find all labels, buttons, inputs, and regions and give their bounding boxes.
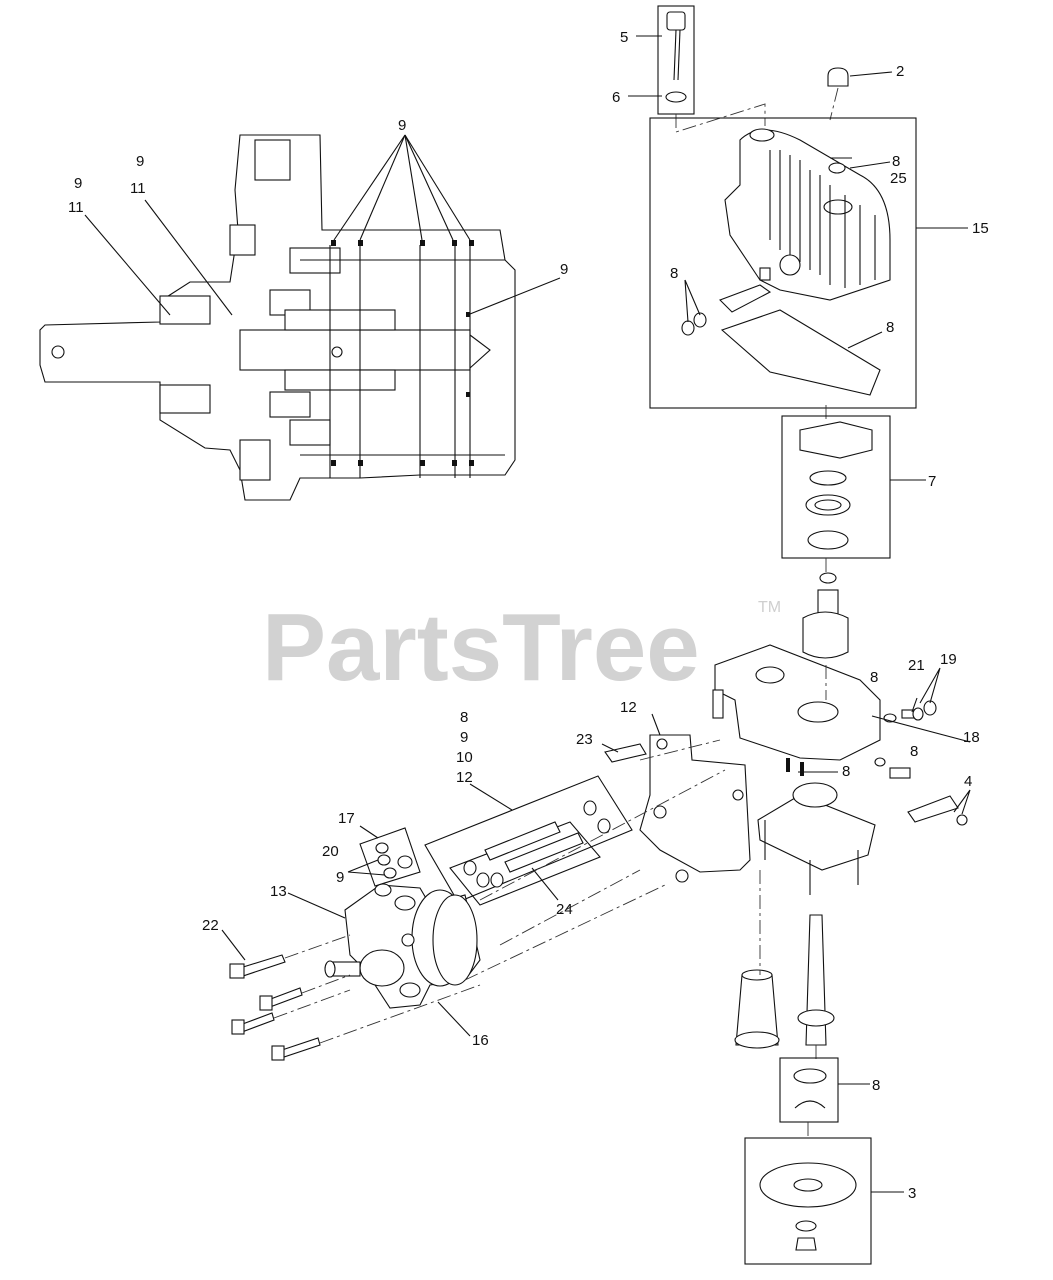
bearing-part-8-lower xyxy=(793,1068,870,1109)
bracket-part-12 xyxy=(601,713,751,883)
callout-2: 2 xyxy=(896,63,904,80)
callout-20: 20 xyxy=(322,843,339,860)
dipstick-part-5 xyxy=(628,5,695,115)
callout-24: 24 xyxy=(556,901,573,918)
callout-9-b: 9 xyxy=(74,175,82,192)
callout-25: 25 xyxy=(890,170,907,187)
callout-6: 6 xyxy=(612,89,620,106)
callout-8-d: 8 xyxy=(870,669,878,686)
callout-23: 23 xyxy=(576,731,593,748)
callout-8-e: 8 xyxy=(910,743,918,760)
callout-group-9: 9 xyxy=(460,729,468,746)
callout-group-10: 10 xyxy=(456,749,473,766)
callout-9-c: 9 xyxy=(336,869,344,886)
plug-box-part-17 xyxy=(347,825,421,887)
callout-8-g: 8 xyxy=(872,1077,880,1094)
watermark-text: PartsTree xyxy=(262,594,700,701)
callout-9-right: 9 xyxy=(560,261,568,278)
housing-part-15 xyxy=(681,128,968,396)
callout-12-a: 12 xyxy=(620,699,637,716)
callout-group-12: 12 xyxy=(456,769,473,786)
bearing-stack-part-7 xyxy=(799,421,926,550)
callout-8-b: 8 xyxy=(670,265,678,282)
callout-4: 4 xyxy=(964,773,972,790)
callout-9-top: 9 xyxy=(398,117,406,134)
pulley-part-3 xyxy=(759,1162,904,1251)
callout-labels: 5 6 2 8 25 15 8 8 9 9 11 9 11 9 7 21 19 … xyxy=(68,29,989,1202)
callout-3: 3 xyxy=(908,1185,916,1202)
callout-11-a: 11 xyxy=(130,180,146,197)
group-box-8-lower xyxy=(779,1057,839,1123)
callout-22: 22 xyxy=(202,917,219,934)
pump-motor-part-16 xyxy=(287,883,481,1037)
seal-kit-box-parts-8-9-10-12 xyxy=(424,775,633,906)
group-box-7 xyxy=(781,415,891,559)
group-box-15 xyxy=(649,117,917,409)
callout-15: 15 xyxy=(972,220,989,237)
center-section xyxy=(712,572,971,1049)
bolts-part-22 xyxy=(221,929,321,1061)
callout-16: 16 xyxy=(472,1032,489,1049)
callout-21: 21 xyxy=(908,657,925,674)
callout-17: 17 xyxy=(338,810,355,827)
cross-section-view xyxy=(39,134,516,501)
callout-11-b: 11 xyxy=(68,199,84,216)
callout-9-a: 9 xyxy=(136,153,144,170)
callout-18: 18 xyxy=(963,729,980,746)
leaders-left xyxy=(84,134,561,316)
callout-5: 5 xyxy=(620,29,628,46)
watermark-trademark: TM xyxy=(758,599,781,616)
callout-8-c: 8 xyxy=(886,319,894,336)
cap-part-2 xyxy=(827,67,893,87)
callout-8-a: 8 xyxy=(892,153,900,170)
callout-13: 13 xyxy=(270,883,287,900)
callout-8-f: 8 xyxy=(842,763,850,780)
callout-7: 7 xyxy=(928,473,936,490)
group-box-3 xyxy=(744,1137,872,1265)
callout-19: 19 xyxy=(940,651,957,668)
callout-group-8: 8 xyxy=(460,709,468,726)
